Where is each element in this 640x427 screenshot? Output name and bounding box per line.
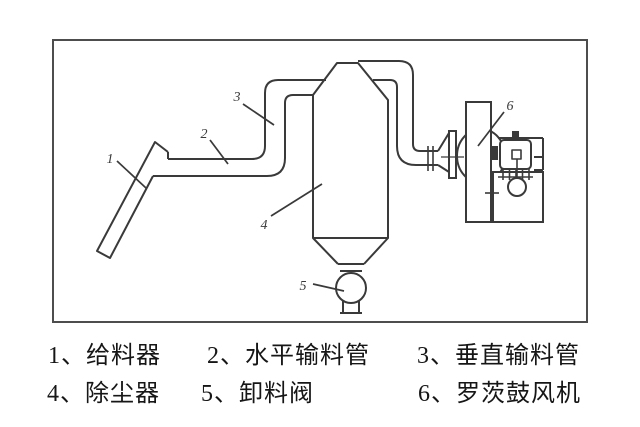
discharge-valve bbox=[335, 272, 367, 314]
pipe-flange-ticks bbox=[427, 146, 434, 171]
caption-roots-blower: 6、罗茨鼓风机 bbox=[418, 381, 581, 407]
part-number-labels: 1 2 3 4 5 6 bbox=[107, 90, 514, 294]
part-number-5: 5 bbox=[300, 279, 307, 294]
leader-5 bbox=[312, 283, 345, 292]
outlet-pipe bbox=[358, 60, 438, 171]
part-number-4: 4 bbox=[261, 218, 268, 233]
motor-bracket bbox=[498, 137, 544, 171]
pulley bbox=[507, 177, 527, 197]
collector-cone bbox=[312, 237, 389, 272]
blower-panel bbox=[465, 101, 492, 223]
caption-feeder: 1、给料器 bbox=[48, 343, 161, 369]
feeder-chute bbox=[96, 141, 169, 259]
caption-horizontal-pipe: 2、水平输料管 bbox=[207, 343, 370, 369]
valve-legs bbox=[340, 301, 362, 314]
caption-dust-collector: 4、除尘器 bbox=[47, 381, 160, 407]
pipe-inner-line bbox=[168, 79, 326, 160]
part-number-6: 6 bbox=[507, 99, 514, 114]
motor-bolt bbox=[512, 131, 519, 138]
inlet-reducer bbox=[437, 132, 450, 173]
leader-3 bbox=[242, 103, 275, 126]
leader-lines bbox=[116, 103, 505, 292]
inlet-flange bbox=[448, 130, 457, 179]
collector-body bbox=[312, 62, 389, 239]
diagram-frame bbox=[52, 39, 588, 323]
pipe-outer-line bbox=[153, 94, 313, 177]
motor-fins bbox=[498, 167, 533, 180]
valve-rotor bbox=[335, 272, 367, 304]
shaft-coupling bbox=[490, 146, 498, 160]
motor-body bbox=[499, 139, 532, 170]
caption-discharge-valve: 5、卸料阀 bbox=[201, 381, 314, 407]
leader-1 bbox=[116, 160, 147, 189]
roots-blower bbox=[437, 101, 544, 223]
part-number-2: 2 bbox=[201, 127, 208, 142]
leader-2 bbox=[209, 139, 229, 165]
dust-collector bbox=[312, 62, 389, 272]
part-number-1: 1 bbox=[107, 152, 114, 167]
leader-4 bbox=[270, 183, 323, 217]
part-number-3: 3 bbox=[233, 90, 241, 105]
caption-vertical-pipe: 3、垂直输料管 bbox=[417, 343, 580, 369]
leader-6 bbox=[477, 111, 505, 147]
